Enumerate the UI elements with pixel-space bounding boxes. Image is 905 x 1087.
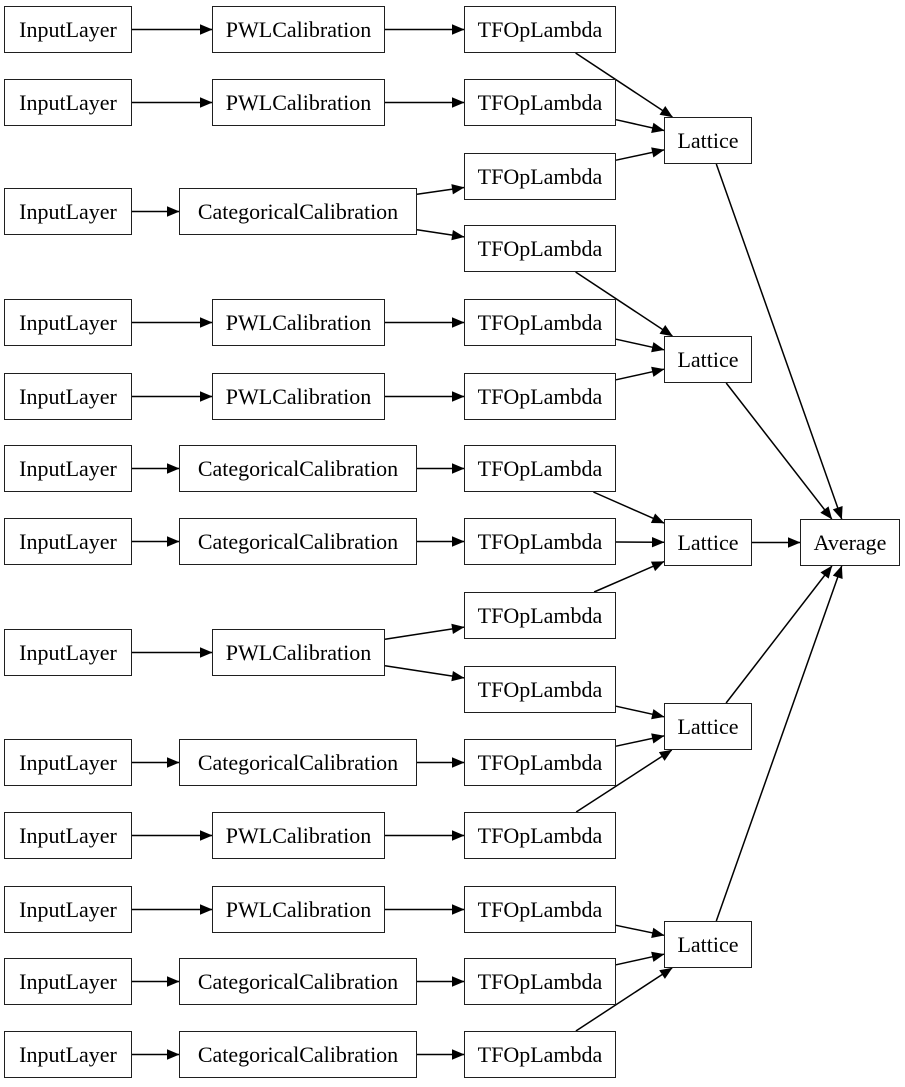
edge-calib-3-to-tfop-4 <box>416 228 465 241</box>
node-input-4: InputLayer <box>4 299 132 346</box>
node-input-5: InputLayer <box>4 373 132 420</box>
edge-lattice-1-to-average <box>715 163 843 520</box>
edge-calib-3-to-tfop-3 <box>416 184 465 196</box>
node-input-13: InputLayer <box>4 1031 132 1078</box>
node-tfop-3: TFOpLambda <box>464 153 616 200</box>
node-lattice-5: Lattice <box>664 921 752 968</box>
node-calib-8: PWLCalibration <box>212 629 385 676</box>
node-calib-11: PWLCalibration <box>212 886 385 933</box>
node-input-11: InputLayer <box>4 886 132 933</box>
edge-tfop-13-to-lattice-5 <box>615 924 665 938</box>
node-tfop-5: TFOpLambda <box>464 299 616 346</box>
node-calib-13: CategoricalCalibration <box>179 1031 417 1078</box>
edge-tfop-1-to-lattice-1 <box>575 52 673 118</box>
node-tfop-11: TFOpLambda <box>464 739 616 786</box>
node-input-12: InputLayer <box>4 958 132 1005</box>
node-lattice-3: Lattice <box>664 519 752 566</box>
node-calib-3: CategoricalCalibration <box>179 188 417 235</box>
node-tfop-12: TFOpLambda <box>464 812 616 859</box>
edge-calib-8-to-tfop-9 <box>384 623 465 640</box>
node-input-7: InputLayer <box>4 518 132 565</box>
node-calib-1: PWLCalibration <box>212 6 385 53</box>
node-tfop-13: TFOpLambda <box>464 886 616 933</box>
edge-lattice-4-to-average <box>725 565 833 704</box>
node-input-10: InputLayer <box>4 812 132 859</box>
node-input-2: InputLayer <box>4 79 132 126</box>
node-input-3: InputLayer <box>4 188 132 235</box>
edge-lattice-5-to-average <box>715 565 843 922</box>
node-average: Average <box>800 519 900 566</box>
edge-tfop-9-to-lattice-3 <box>593 560 665 593</box>
node-tfop-2: TFOpLambda <box>464 79 616 126</box>
node-lattice-4: Lattice <box>664 703 752 750</box>
node-tfop-15: TFOpLambda <box>464 1031 616 1078</box>
edge-tfop-4-to-lattice-2 <box>575 271 673 337</box>
node-tfop-1: TFOpLambda <box>464 6 616 53</box>
edge-tfop-11-to-lattice-4 <box>615 733 665 747</box>
node-input-1: InputLayer <box>4 6 132 53</box>
node-calib-4: PWLCalibration <box>212 299 385 346</box>
node-tfop-7: TFOpLambda <box>464 445 616 492</box>
edge-tfop-15-to-lattice-5 <box>575 967 673 1032</box>
node-tfop-14: TFOpLambda <box>464 958 616 1005</box>
node-calib-9: CategoricalCalibration <box>179 739 417 786</box>
edge-tfop-7-to-lattice-3 <box>593 491 665 524</box>
node-lattice-1: Lattice <box>664 117 752 164</box>
edge-tfop-14-to-lattice-5 <box>615 951 665 966</box>
node-tfop-6: TFOpLambda <box>464 373 616 420</box>
node-input-6: InputLayer <box>4 445 132 492</box>
edge-lattice-2-to-average <box>725 382 833 520</box>
node-calib-2: PWLCalibration <box>212 79 385 126</box>
edge-tfop-3-to-lattice-1 <box>615 147 665 161</box>
edge-tfop-5-to-lattice-2 <box>615 338 665 353</box>
node-tfop-4: TFOpLambda <box>464 225 616 272</box>
node-input-9: InputLayer <box>4 739 132 786</box>
edge-calib-8-to-tfop-10 <box>384 665 465 682</box>
node-lattice-2: Lattice <box>664 336 752 383</box>
node-input-8: InputLayer <box>4 629 132 676</box>
edge-tfop-10-to-lattice-4 <box>615 705 665 720</box>
node-calib-6: CategoricalCalibration <box>179 445 417 492</box>
edge-tfop-2-to-lattice-1 <box>615 118 665 133</box>
node-tfop-8: TFOpLambda <box>464 518 616 565</box>
node-calib-12: CategoricalCalibration <box>179 958 417 1005</box>
edge-tfop-6-to-lattice-2 <box>615 366 665 381</box>
node-tfop-9: TFOpLambda <box>464 592 616 639</box>
node-calib-10: PWLCalibration <box>212 812 385 859</box>
edge-tfop-12-to-lattice-4 <box>575 749 673 813</box>
node-tfop-10: TFOpLambda <box>464 666 616 713</box>
node-calib-7: CategoricalCalibration <box>179 518 417 565</box>
node-calib-5: PWLCalibration <box>212 373 385 420</box>
